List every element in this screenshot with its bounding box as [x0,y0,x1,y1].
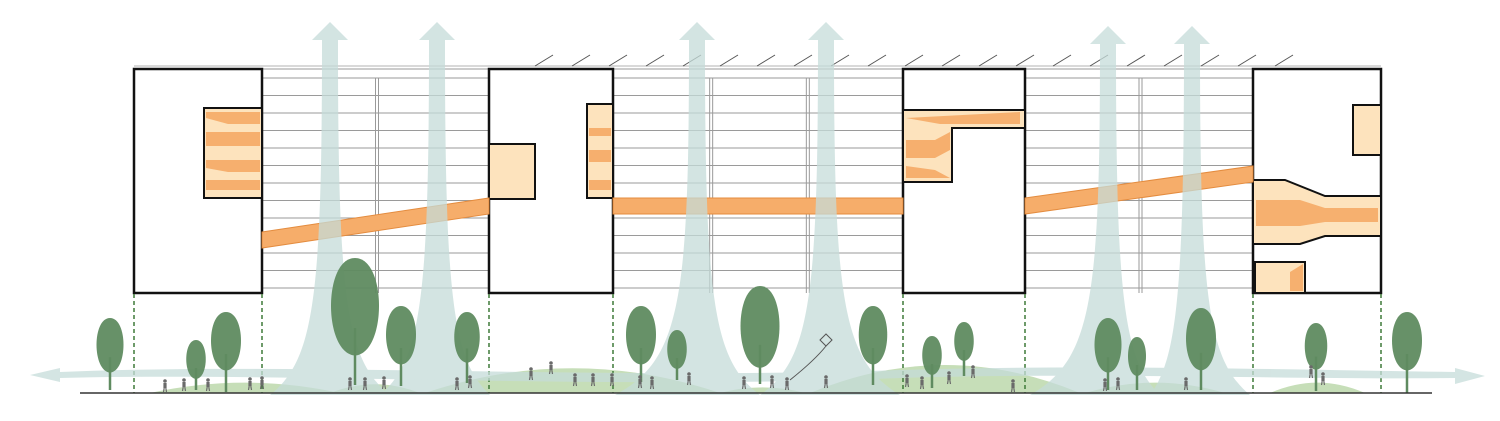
person-icon [572,373,578,387]
person-icon [609,373,615,387]
person-icon [904,374,910,388]
tree-icon [331,258,379,385]
person-icon [686,372,692,386]
person-icon [347,377,353,391]
person-icon [1320,372,1326,386]
airflow-arrow-icon [760,22,900,395]
person-icon [259,376,265,390]
person-icon [970,365,976,379]
person-icon [162,379,168,393]
room-block-3 [902,109,1026,183]
hill [1270,382,1365,393]
person-icon [528,367,534,381]
room-block-4-top [1352,104,1382,156]
tree-icon [858,306,888,385]
trees [96,258,1422,393]
tree-icon [1392,312,1422,393]
room-block-2-left [488,143,536,200]
person-icon [741,376,747,390]
tree-icon [922,336,942,388]
tree-icon [667,330,687,380]
person-icon [1010,379,1016,393]
person-icon [454,377,460,391]
person-icon [205,378,211,392]
tree-icon [386,306,416,386]
person-icon [381,376,387,390]
ground-airflow-arrow-icon [30,367,1485,384]
person-icon [181,378,187,392]
person-icon [946,371,952,385]
person-icon [548,361,554,375]
ramp-bands [206,112,1378,291]
airflow-arrows [30,22,1485,395]
airflow-arrow-icon [615,22,760,395]
airflow-arrow-icon [380,22,490,395]
person-icon [1183,377,1189,391]
tree-icon [740,286,780,384]
person-icon [649,376,655,390]
person-icon [637,375,643,389]
person-icon [247,377,253,391]
tree-icon [1304,323,1328,391]
person-icon [1115,377,1121,391]
tree-icon [1128,337,1146,390]
column-lines [133,294,1382,393]
tree-icon [186,340,206,390]
airflow-arrow-icon [1030,26,1160,395]
ramp-2 [612,197,904,215]
tree-icon [454,312,480,383]
tree-icon [1094,318,1122,390]
kite-icon [789,333,833,381]
airflow-arrow-icon [270,22,390,395]
person-icon [1102,378,1108,392]
people [162,361,1326,393]
tree-icon [1186,308,1216,390]
person-icon [590,373,596,387]
person-icon [769,375,775,389]
person-icon [784,377,790,391]
tree-icon [211,312,241,392]
airflow-arrow-icon [1150,26,1250,395]
person-icon [467,375,473,389]
tree-icon [96,318,124,390]
tree-icon [954,322,974,376]
person-icon [362,377,368,391]
person-icon [1308,365,1314,379]
person-icon [919,376,925,390]
roof-shading-fins [534,54,1294,67]
person-icon [823,375,829,389]
